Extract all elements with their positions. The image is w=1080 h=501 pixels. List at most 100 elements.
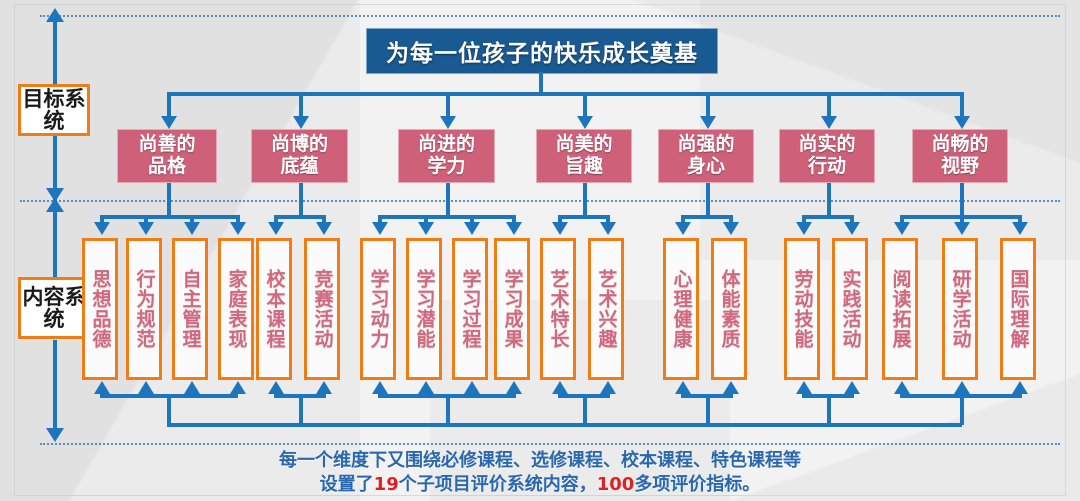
goal-system-label: 目标系统 [22,86,86,133]
dim-drop-5 [706,92,710,116]
background-polygon-2 [700,0,1080,260]
leaf-box-7: 学习动力 [360,238,396,380]
child-stem-5 [706,183,710,215]
leaf-arrow-4-icon [230,222,246,235]
feedback-riser-1 [167,394,171,425]
dimension-box-5: 尚强的 身心 [658,129,754,183]
leaf-label-1: 思想品德 [89,269,112,349]
feedback-riser-2 [299,394,303,425]
leaf-label-9: 学习过程 [459,269,482,349]
dim-drop-4 [583,92,587,116]
leaf-drop-4 [236,215,240,223]
leaf-box-13: 心理健康 [663,238,699,380]
dimension-2-text: 尚博的 底蕴 [270,133,328,178]
dimension-box-2: 尚博的 底蕴 [251,129,348,183]
feedback-riser-3 [446,394,450,425]
child-bus-5 [681,215,733,219]
child-stem-7 [960,183,964,215]
dimension-box-7: 尚畅的 视野 [912,129,1008,183]
feedback-arrow-10-icon [506,381,522,394]
sidebar-item-goal-system: 目标系统 [18,84,90,136]
leaf-drop-5 [274,215,278,223]
dim-arrow-4-icon [577,116,593,129]
feedback-arrow-18-icon [954,381,970,394]
leaf-drop-19 [1018,215,1022,223]
caption: 每一个维度下又围绕必修课程、选修课程、校本课程、特色课程等 设置了19个子项目评… [0,449,1080,498]
dim-arrow-1-icon [161,116,177,129]
feedback-arrow-6-icon [316,381,332,394]
feedback-arrow-8-icon [418,381,434,394]
dim-drop-3 [446,92,450,116]
leaf-drop-2 [144,215,148,223]
leaf-arrow-14-icon [723,222,739,235]
leaf-drop-1 [100,215,104,223]
sidebar-item-content-system: 内容系统 [18,277,90,339]
slide-frame [14,4,1066,496]
leaf-box-11: 艺术特长 [540,238,576,380]
content-system-label: 内容系统 [22,284,86,331]
caption-line-2: 设置了19个子项目评价系统内容，100多项评价指标。 [0,473,1080,497]
feedback-arrow-17-icon [894,381,910,394]
separator-top [40,15,1060,17]
child-stem-2 [299,183,303,215]
leaf-drop-16 [850,215,854,223]
leaf-box-9: 学习过程 [452,238,488,380]
feedback-arrow-14-icon [723,381,739,394]
dimension-6-line1: 尚实的 [798,133,856,156]
leaf-drop-7 [378,215,382,223]
feedback-arrow-12-icon [600,381,616,394]
leaf-box-17: 阅读拓展 [882,238,918,380]
leaf-label-14: 体能素质 [718,269,741,349]
leaf-arrow-5-icon [268,222,284,235]
title-stem [539,72,543,94]
child-stem-4 [583,183,587,215]
dimension-4-line1: 尚美的 [555,133,613,156]
dimension-4-line2: 旨趣 [564,155,603,177]
dimension-7-line2: 视野 [940,155,979,177]
leaf-box-12: 艺术兴趣 [588,238,624,380]
dimension-3-line1: 尚进的 [417,133,475,156]
child-stem-1 [167,183,171,215]
feedback-arrow-13-icon [675,381,691,394]
leaf-label-8: 学习潜能 [413,269,436,349]
caption-l2-b: 个子项目评价系统内容， [398,474,597,496]
leaf-drop-14 [729,215,733,223]
spine-upper [53,18,57,98]
dim-drop-7 [960,92,964,116]
feedback-riser-4 [583,394,587,425]
separator-middle [20,200,1060,202]
spine-arrow-bottom-icon [46,428,64,442]
leaf-box-4: 家庭表现 [218,238,254,380]
page-title-text: 为每一位孩子的快乐成长奠基 [386,41,698,67]
dim-arrow-2-icon [293,116,309,129]
caption-l2-c: 多项评价指标。 [634,474,761,496]
feedback-arrow-19-icon [1012,381,1028,394]
leaf-label-10: 学习成果 [501,269,524,349]
dimension-1-text: 尚善的 品格 [138,133,196,178]
leaf-label-3: 自主管理 [179,269,202,349]
dimension-1-line1: 尚善的 [138,133,196,156]
leaf-label-13: 心理健康 [670,269,693,349]
dimension-5-text: 尚强的 身心 [677,133,734,178]
leaf-drop-15 [802,215,806,223]
feedback-riser-7 [960,394,964,425]
dim-arrow-7-icon [954,116,970,129]
dimension-5-line2: 身心 [686,155,725,177]
feedback-arrow-11-icon [552,381,568,394]
leaf-arrow-11-icon [552,222,568,235]
leaf-arrow-10-icon [506,222,522,235]
leaf-box-15: 劳动技能 [784,238,820,380]
leaf-box-16: 实践活动 [832,238,868,380]
spine-arrow-up-mid-icon [46,198,64,212]
dimension-2-line1: 尚博的 [270,133,328,156]
dimension-box-1: 尚善的 品格 [117,129,217,183]
leaf-arrow-2-icon [138,222,154,235]
leaf-label-19: 国际理解 [1007,269,1030,349]
leaf-box-10: 学习成果 [494,238,530,380]
feedback-arrow-4-icon [230,381,246,394]
leaf-box-2: 行为规范 [126,238,162,380]
spine-content-up [53,206,57,280]
dimension-2-line2: 底蕴 [280,155,319,177]
leaf-arrow-13-icon [675,222,691,235]
